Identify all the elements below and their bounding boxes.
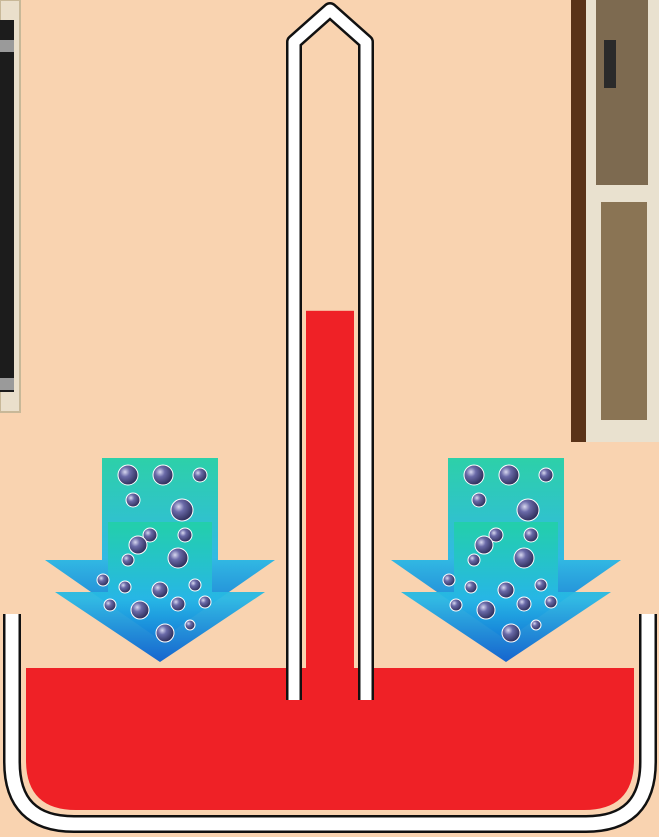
mercury-column [306,311,354,705]
mercury-tube [294,10,366,705]
barometer-photo-icon [0,0,20,412]
air-pressure-arrow-right-icon [391,458,621,662]
door-photo-icon [571,0,659,442]
air-pressure-arrow-left-icon [45,458,275,662]
